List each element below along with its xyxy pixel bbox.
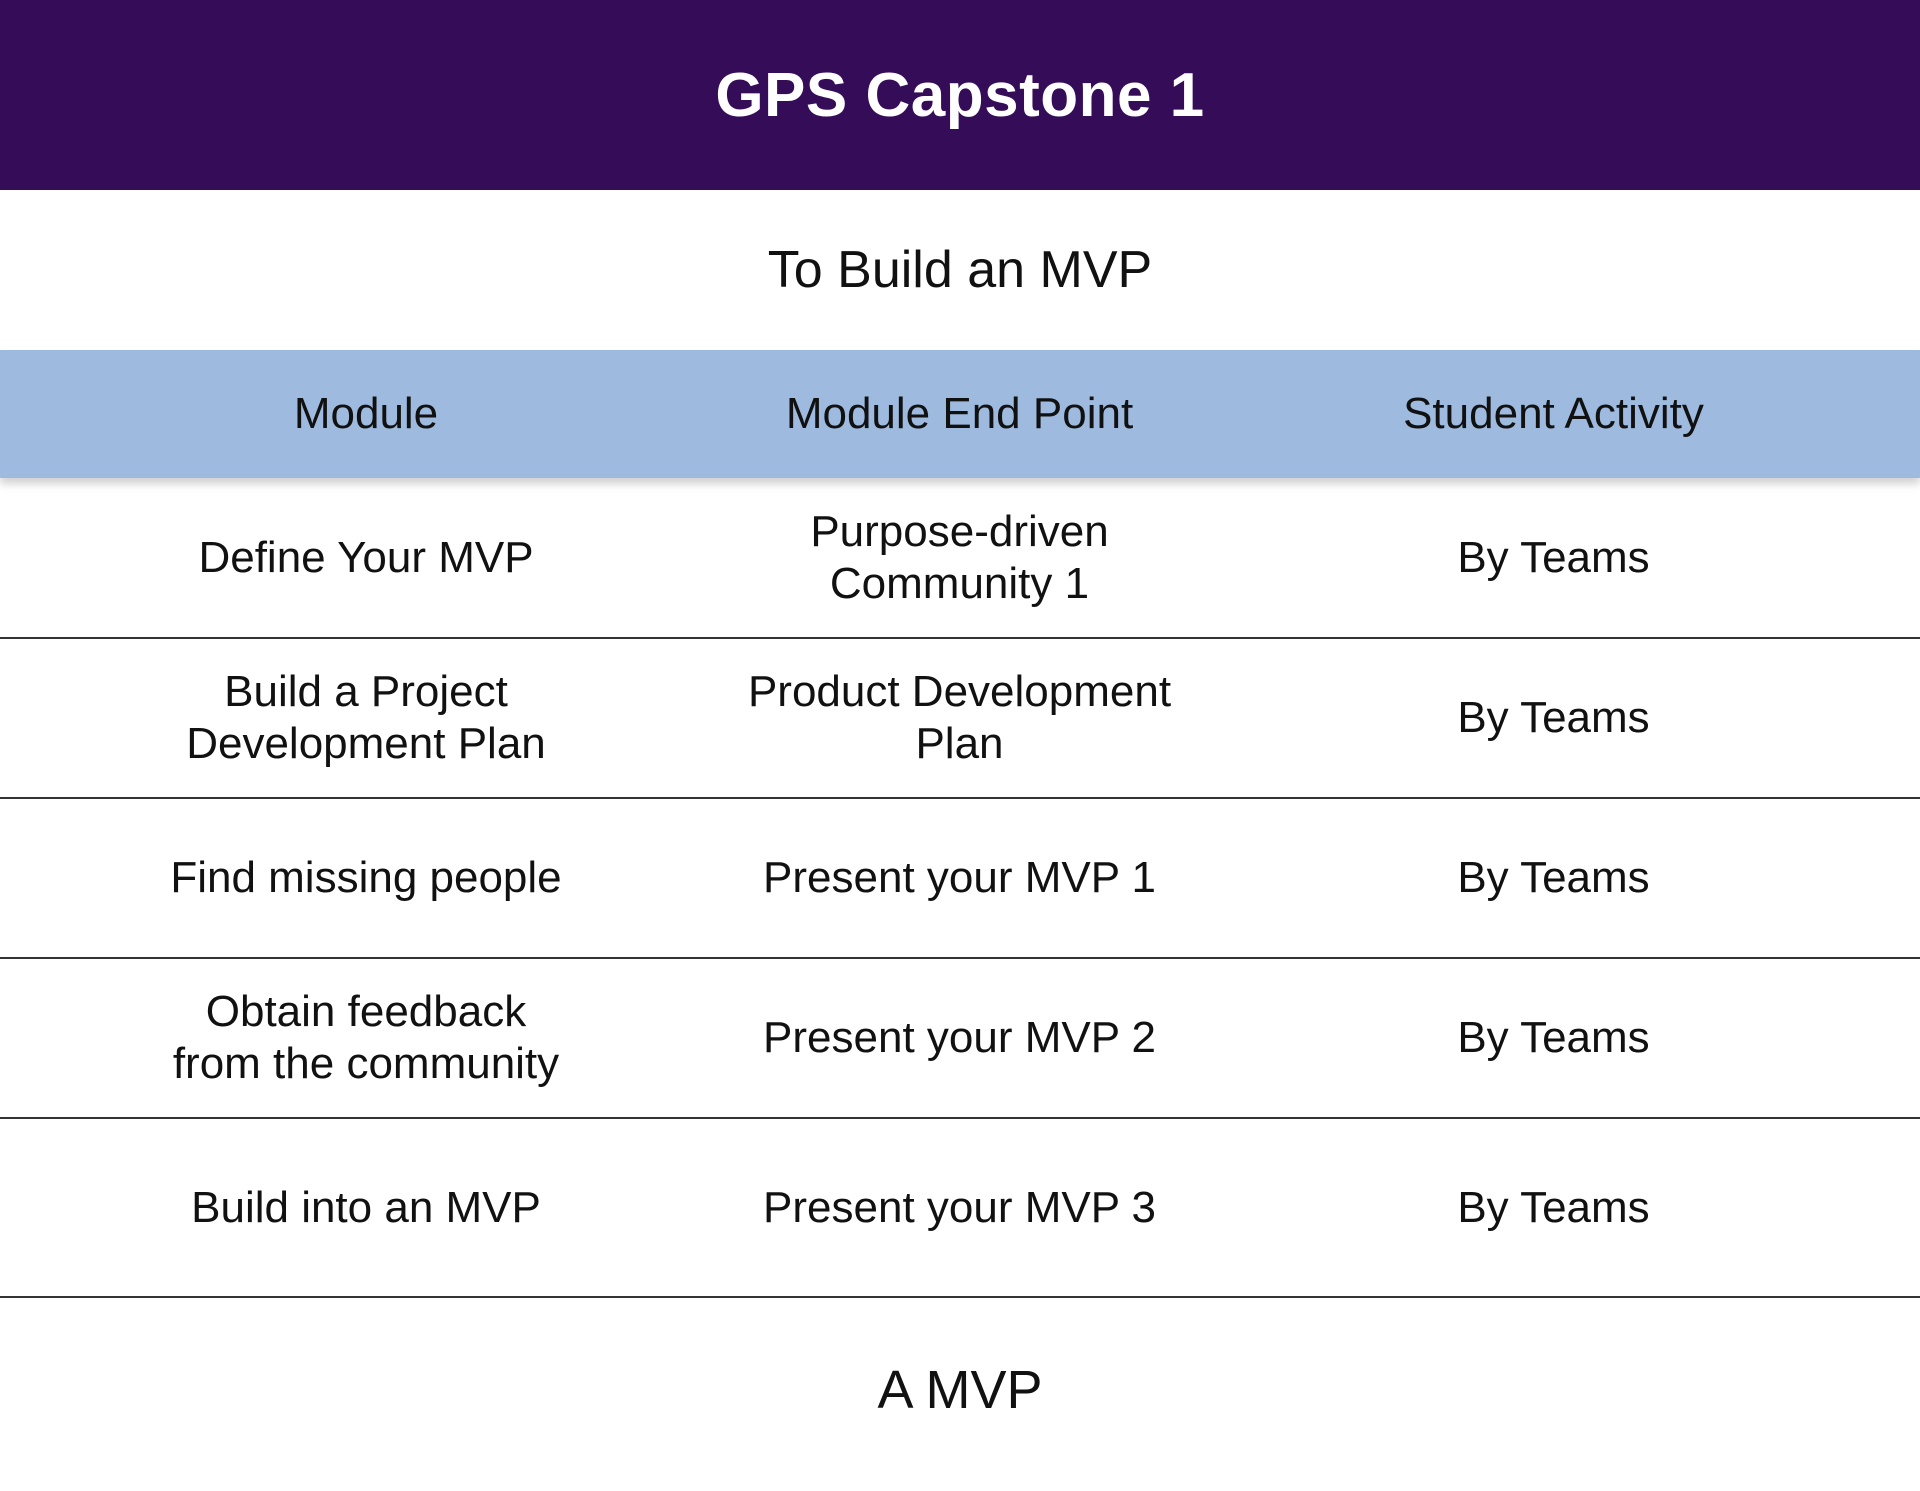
cell-activity: By Teams — [1457, 853, 1650, 902]
outcome-label: A MVP — [877, 1360, 1043, 1420]
cell-module: Obtain feedback from the community — [172, 987, 560, 1088]
cell-end-point: Product Development Plan — [747, 667, 1172, 768]
column-header-student-activity: Student Activity — [1403, 389, 1704, 438]
cell-module: Build into an MVP — [191, 1182, 541, 1232]
cell-activity: By Teams — [1457, 532, 1650, 582]
table-row: Build into an MVP Present your MVP 3 By … — [0, 1119, 1920, 1298]
cell-activity: By Teams — [1457, 693, 1650, 742]
table-row: Obtain feedback from the community Prese… — [0, 959, 1920, 1119]
cell-module: Build a Project Development Plan — [186, 667, 546, 768]
table-header-row: Module Module End Point Student Activity — [0, 350, 1920, 478]
column-header-module: Module — [293, 389, 439, 438]
table-row: Find missing people Present your MVP 1 B… — [0, 799, 1920, 959]
cell-end-point: Present your MVP 2 — [763, 1013, 1156, 1062]
cell-activity: By Teams — [1457, 1013, 1650, 1062]
page-title: GPS Capstone 1 — [715, 60, 1205, 130]
cell-module: Find missing people — [170, 853, 562, 902]
cell-end-point: Present your MVP 3 — [763, 1182, 1156, 1232]
cell-module: Define Your MVP — [198, 532, 534, 582]
cell-end-point: Present your MVP 1 — [763, 853, 1156, 902]
subtitle: To Build an MVP — [767, 241, 1153, 299]
header-banner: GPS Capstone 1 — [0, 0, 1920, 190]
column-header-module-end-point: Module End Point — [785, 389, 1134, 438]
table-row: Define Your MVP Purpose-driven Community… — [0, 478, 1920, 639]
table-row: Build a Project Development Plan Product… — [0, 639, 1920, 799]
cell-end-point: Purpose-driven Community 1 — [810, 506, 1109, 608]
cell-activity: By Teams — [1457, 1182, 1650, 1232]
table-body: Define Your MVP Purpose-driven Community… — [0, 478, 1920, 1298]
